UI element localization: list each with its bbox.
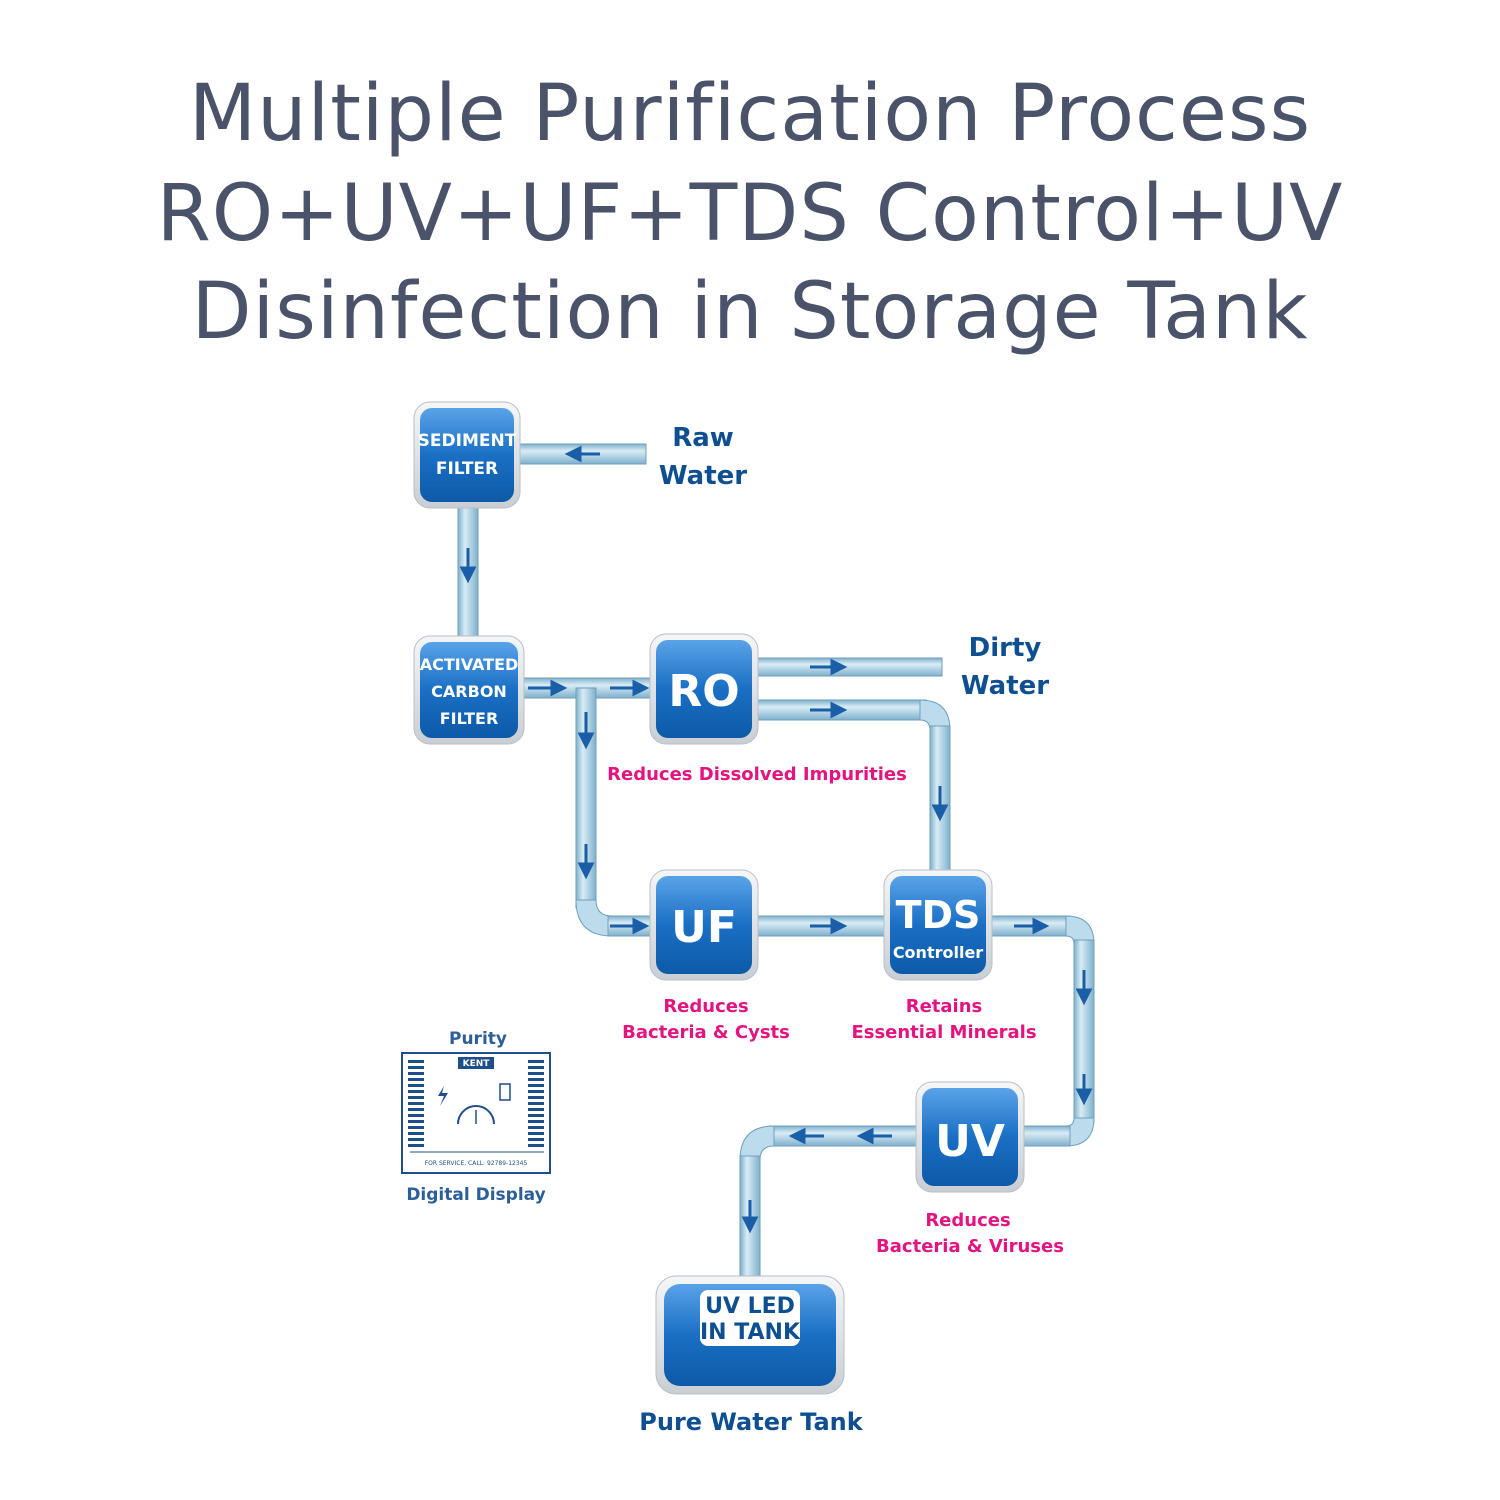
uf-benefit-line2: Bacteria & Cysts	[622, 1022, 790, 1043]
uv-benefit-line1: Reduces	[925, 1210, 1010, 1231]
flow-arrows	[459, 445, 1093, 1234]
purity-label: Purity	[449, 1029, 507, 1049]
tank-line1: UV LED	[705, 1294, 795, 1319]
carbon-line3: FILTER	[440, 709, 499, 728]
display-brand-badge	[458, 1057, 494, 1069]
gauge-icon	[457, 1105, 495, 1125]
pipe-uv-out-elbow	[739, 1125, 775, 1161]
tank-line2: IN TANK	[700, 1320, 801, 1345]
tds-controller-tile: TDS Controller	[883, 869, 993, 981]
carbon-line1: ACTIVATED	[420, 655, 519, 674]
uv-led-tank-tile: UV LED IN TANK	[655, 1275, 845, 1395]
tds-line2: Controller	[893, 943, 983, 962]
display-brand: KENT	[463, 1059, 491, 1069]
tank-full-icon	[499, 1083, 511, 1101]
title-line-2: RO+UV+UF+TDS Control+UV	[156, 169, 1344, 259]
title-line-1: Multiple Purification Process	[188, 69, 1312, 159]
ro-label: RO	[668, 666, 739, 717]
pipe-ro-dirty	[757, 657, 943, 677]
raw-water-line2: Water	[659, 461, 747, 491]
tds-benefit-line1: Retains	[906, 996, 983, 1017]
display-right-bars	[528, 1060, 544, 1147]
uv-benefit-line2: Bacteria & Viruses	[876, 1236, 1064, 1257]
uf-label: UF	[671, 902, 737, 953]
pipe-branch-elbow	[575, 899, 613, 937]
sediment-filter-tile: SEDIMENT FILTER	[413, 401, 521, 509]
digital-display-label: Digital Display	[406, 1185, 545, 1205]
pure-water-tank-label: Pure Water Tank	[639, 1408, 863, 1436]
dirty-water-line2: Water	[961, 671, 1049, 701]
carbon-line2: CARBON	[431, 682, 507, 701]
uf-tile: UF	[649, 869, 759, 981]
uv-label: UV	[935, 1116, 1005, 1167]
display-left-bars	[408, 1060, 424, 1147]
display-service-text: FOR SERVICE, CALL: 92789-12345	[425, 1160, 528, 1167]
dirty-water-line1: Dirty	[969, 633, 1042, 663]
power-icon	[438, 1086, 448, 1106]
title-line-3: Disinfection in Storage Tank	[191, 267, 1309, 357]
uv-tile: UV	[915, 1081, 1025, 1193]
tds-line1: TDS	[896, 893, 981, 937]
sediment-line2: FILTER	[436, 459, 498, 479]
uf-benefit-line1: Reduces	[663, 996, 748, 1017]
ro-tile: RO	[649, 633, 759, 745]
activated-carbon-filter-tile: ACTIVATED CARBON FILTER	[413, 635, 525, 745]
digital-display: Purity KENT FOR SERVICE, CALL: 92789-123…	[401, 1029, 551, 1205]
raw-water-line1: Raw	[672, 423, 734, 453]
pipes	[457, 443, 1095, 1281]
tds-benefit-line2: Essential Minerals	[851, 1022, 1036, 1043]
pipe-to-uv	[1023, 1125, 1071, 1147]
ro-benefit: Reduces Dissolved Impurities	[607, 764, 907, 785]
sediment-line1: SEDIMENT	[418, 431, 517, 451]
